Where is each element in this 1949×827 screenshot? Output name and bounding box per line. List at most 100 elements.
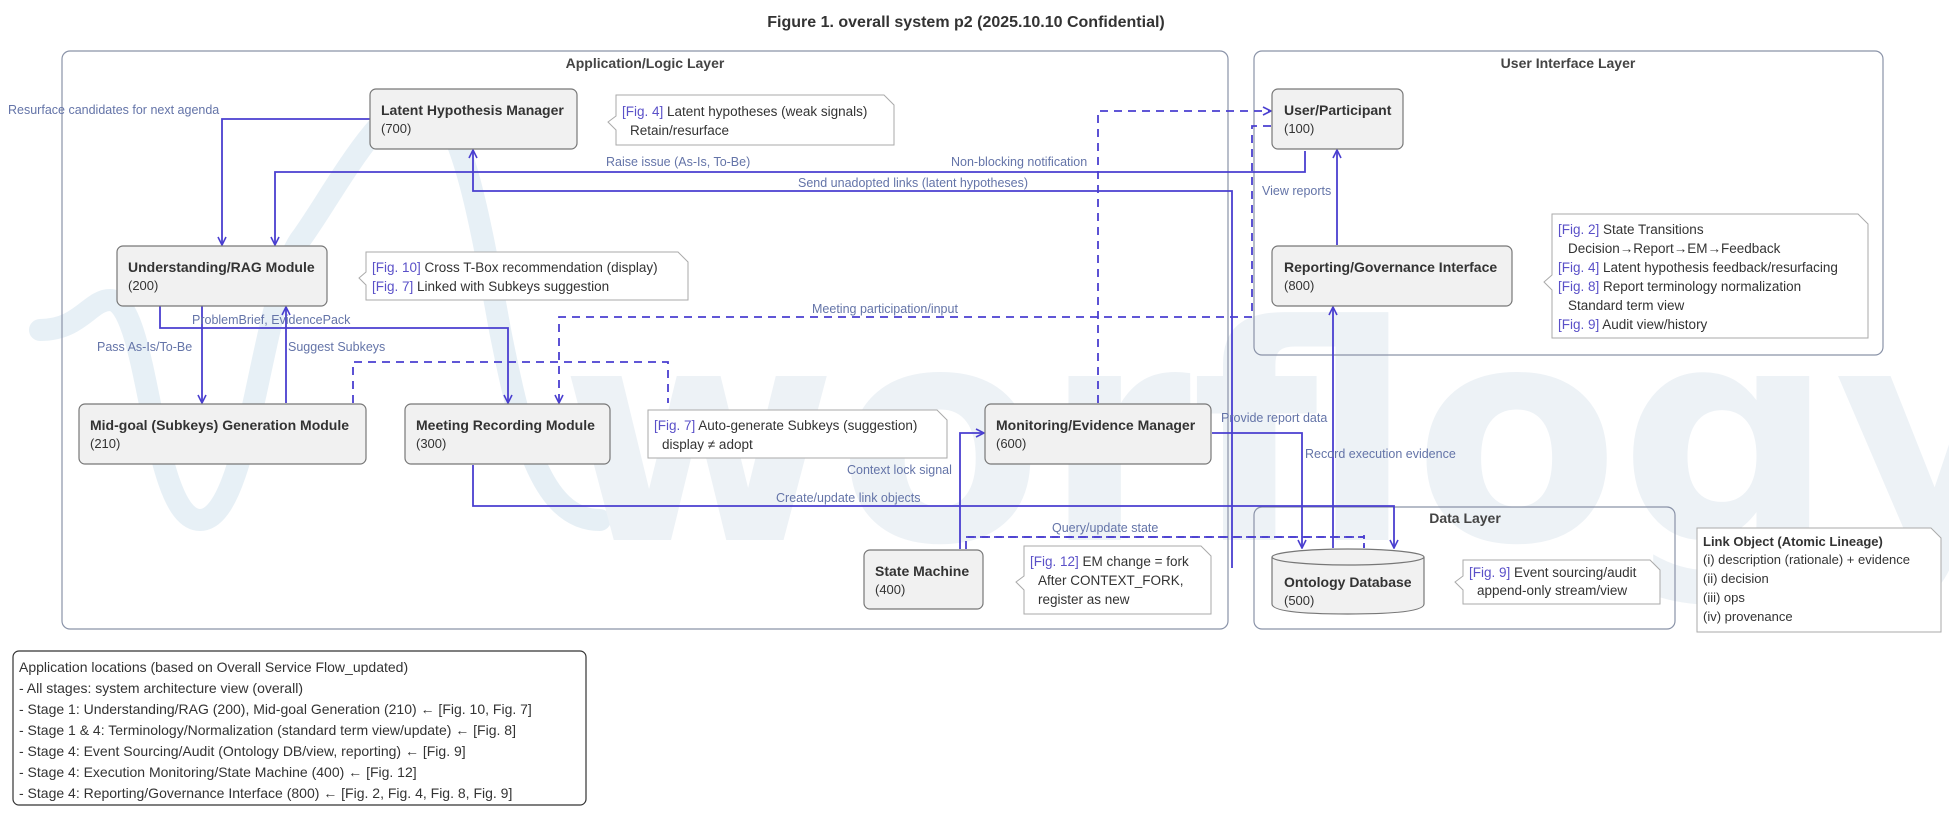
note-subkeys-l2: display ≠ adopt: [662, 437, 753, 452]
edge-unadopted-links: [473, 150, 1233, 568]
module-meeting[interactable]: Meeting Recording Module (300): [404, 403, 611, 465]
monitoring-num: (600): [996, 436, 1026, 451]
note-ontology: [Fig. 9] Event sourcing/audit append-onl…: [1454, 559, 1661, 605]
link-object-item-4: (iv) provenance: [1703, 609, 1793, 624]
edges: [159, 118, 1394, 568]
edge-context-lock: [959, 433, 984, 549]
note-link-object: Link Object (Atomic Lineage) (i) descrip…: [1696, 527, 1942, 633]
meeting-box: [404, 403, 611, 465]
link-object-item-1: (i) description (rationale) + evidence: [1703, 552, 1910, 567]
note-rag-l2: Linked with Subkeys suggestion: [413, 279, 609, 294]
module-latent[interactable]: Latent Hypothesis Manager (700): [369, 88, 578, 150]
edge-create-links: [472, 465, 1394, 548]
link-object-box: [1696, 527, 1942, 633]
svg-text:[Fig. 7] Linked with Subkeys s: [Fig. 7] Linked with Subkeys suggestion: [372, 279, 609, 294]
edge-raise-issue: [275, 151, 1306, 245]
reporting-num: (800): [1284, 278, 1314, 293]
module-monitoring[interactable]: Monitoring/Evidence Manager (600): [984, 403, 1212, 465]
label-record-evidence: Record execution evidence: [1305, 447, 1456, 461]
module-ontology[interactable]: Ontology Database (500): [1271, 548, 1425, 615]
legend-line-6: - Stage 4: Execution Monitoring/State Ma…: [19, 764, 417, 780]
note-rag-tag1: [Fig. 10]: [372, 260, 421, 275]
label-create-links: Create/update link objects: [776, 491, 921, 505]
edge-nonblocking: [1097, 111, 1271, 403]
edge-labels: Resurface candidates for next agenda Rai…: [8, 103, 1456, 535]
label-context-lock: Context lock signal: [847, 463, 952, 477]
legend-line-7: - Stage 4: Reporting/Governance Interfac…: [19, 785, 512, 801]
figure-title: Figure 1. overall system p2 (2025.10.10 …: [767, 14, 1164, 31]
note-reporting-l3: Latent hypothesis feedback/resurfacing: [1599, 260, 1838, 275]
note-state-tag: [Fig. 12]: [1030, 554, 1079, 569]
svg-text:[Fig. 10] Cross T-Box recommen: [Fig. 10] Cross T-Box recommendation (di…: [372, 260, 658, 275]
note-subkeys-box: [647, 409, 948, 459]
label-pass-asis: Pass As-Is/To-Be: [97, 340, 192, 354]
svg-text:[Fig. 12] EM change = fork: [Fig. 12] EM change = fork: [1030, 554, 1189, 569]
svg-text:[Fig. 2] State Transitions: [Fig. 2] State Transitions: [1558, 222, 1704, 237]
label-nonblocking: Non-blocking notification: [951, 155, 1087, 169]
note-reporting-tag1: [Fig. 2]: [1558, 222, 1599, 237]
svg-text:[Fig. 7] Auto-generate Subkeys: [Fig. 7] Auto-generate Subkeys (suggesti…: [654, 418, 917, 433]
legend-line-1: Application locations (based on Overall …: [19, 659, 408, 675]
application-layer-box: [61, 50, 1229, 630]
note-ontology-l2: append-only stream/view: [1477, 583, 1627, 598]
state-box: [863, 549, 984, 610]
note-latent: [Fig. 4] Latent hypotheses (weak signals…: [607, 94, 895, 146]
meeting-num: (300): [416, 436, 446, 451]
note-rag-l1: Cross T-Box recommendation (display): [421, 260, 658, 275]
svg-text:[Fig. 9] Event sourcing/audit: [Fig. 9] Event sourcing/audit: [1469, 565, 1637, 580]
note-rag: [Fig. 10] Cross T-Box recommendation (di…: [358, 251, 689, 301]
reporting-name: Reporting/Governance Interface: [1284, 259, 1497, 275]
note-reporting-l5: Standard term view: [1568, 298, 1685, 313]
note-reporting-l6: Audit view/history: [1599, 317, 1707, 332]
note-reporting: [Fig. 2] State Transitions Decision→Repo…: [1543, 213, 1869, 339]
ontology-num: (500): [1284, 593, 1314, 608]
user-name: User/Participant: [1284, 102, 1392, 118]
module-reporting[interactable]: Reporting/Governance Interface (800): [1271, 245, 1513, 307]
ontology-cylinder-body: [1271, 557, 1425, 615]
edge-record-evidence: [1212, 432, 1302, 548]
module-rag[interactable]: Understanding/RAG Module (200): [116, 245, 328, 307]
note-reporting-box: [1543, 213, 1869, 339]
svg-text:[Fig. 4] Latent hypothesis fee: [Fig. 4] Latent hypothesis feedback/resu…: [1558, 260, 1838, 275]
note-state-box: [1015, 545, 1212, 615]
legend-line-3: - Stage 1: Understanding/RAG (200), Mid-…: [19, 701, 532, 717]
rag-box: [116, 245, 328, 307]
note-latent-l2: Retain/resurface: [630, 123, 729, 138]
edge-subkeys-note: [352, 361, 669, 403]
note-latent-tag: [Fig. 4]: [622, 104, 663, 119]
note-state-l1: EM change = fork: [1079, 554, 1189, 569]
legend-line-5: - Stage 4: Event Sourcing/Audit (Ontolog…: [19, 743, 466, 759]
rag-num: (200): [128, 278, 158, 293]
user-num: (100): [1284, 121, 1314, 136]
midgoal-num: (210): [90, 436, 120, 451]
midgoal-name: Mid-goal (Subkeys) Generation Module: [90, 417, 349, 433]
edge-query-state-b: [966, 536, 1365, 548]
note-reporting-tag4: [Fig. 8]: [1558, 279, 1599, 294]
module-user[interactable]: User/Participant (100): [1271, 88, 1404, 150]
label-provide-report: Provide report data: [1221, 411, 1327, 425]
rag-name: Understanding/RAG Module: [128, 259, 315, 275]
label-view-reports: View reports: [1262, 184, 1331, 198]
module-midgoal[interactable]: Mid-goal (Subkeys) Generation Module (21…: [78, 403, 367, 465]
latent-name: Latent Hypothesis Manager: [381, 102, 564, 118]
note-ontology-box: [1454, 559, 1661, 605]
monitoring-box: [984, 403, 1212, 465]
legend-box: [12, 650, 587, 806]
link-object-item-2: (ii) decision: [1703, 571, 1769, 586]
note-latent-l1: Latent hypotheses (weak signals): [663, 104, 867, 119]
label-problembrief: ProblemBrief, EvidencePack: [192, 313, 351, 327]
note-state: [Fig. 12] EM change = fork After CONTEXT…: [1015, 545, 1212, 615]
svg-text:[Fig. 9] Audit view/history: [Fig. 9] Audit view/history: [1558, 317, 1708, 332]
note-reporting-l4: Report terminology normalization: [1599, 279, 1801, 294]
data-layer-box: [1253, 506, 1676, 630]
data-layer-title: Data Layer: [1429, 510, 1501, 526]
note-rag-tag2: [Fig. 7]: [372, 279, 413, 294]
meeting-name: Meeting Recording Module: [416, 417, 595, 433]
ontology-cylinder-top: [1271, 548, 1425, 566]
note-rag-box: [358, 251, 689, 301]
module-state[interactable]: State Machine (400): [863, 549, 984, 610]
edge-meeting-input: [559, 125, 1271, 403]
state-name: State Machine: [875, 563, 969, 579]
legend-line-4: - Stage 1 & 4: Terminology/Normalization…: [19, 722, 516, 738]
note-reporting-tag6: [Fig. 9]: [1558, 317, 1599, 332]
